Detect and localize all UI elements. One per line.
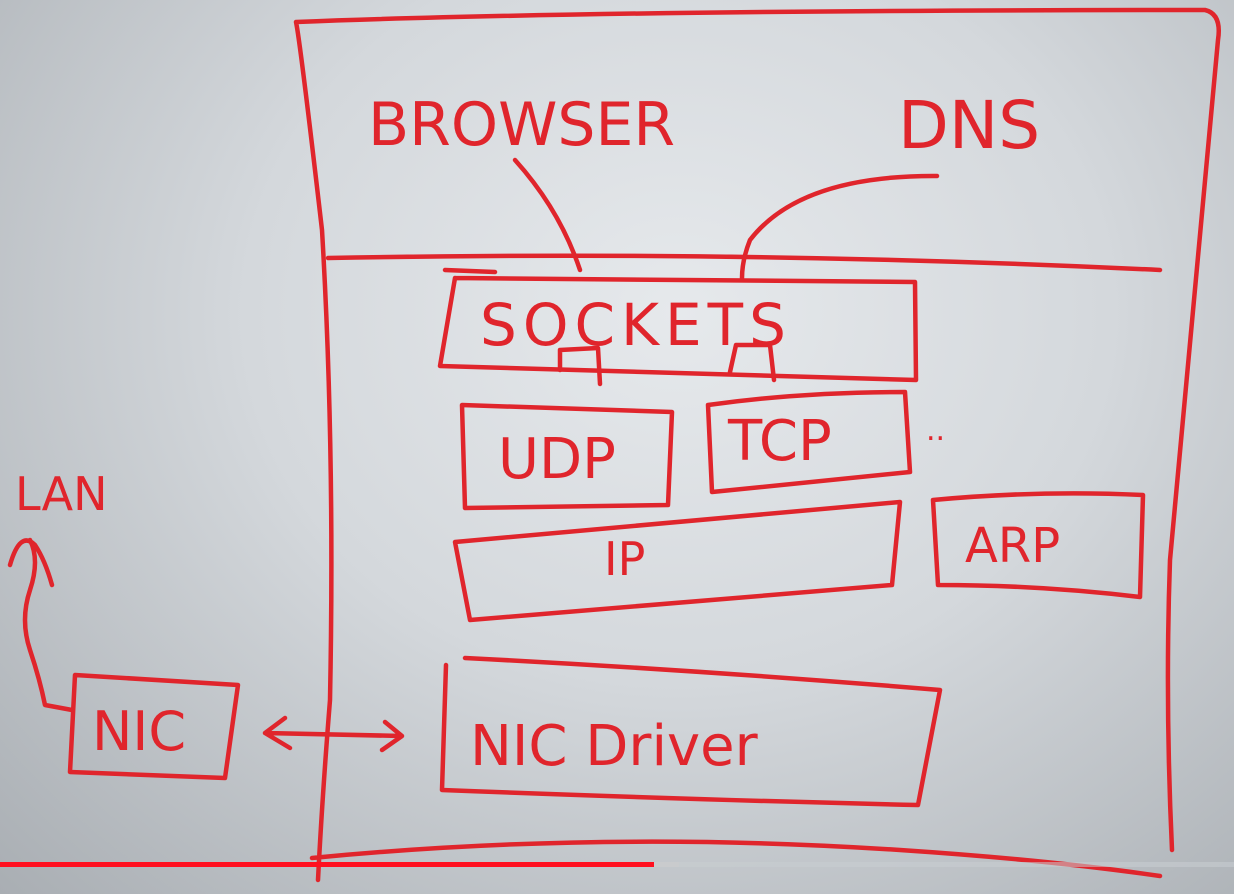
socket-port-2	[727, 342, 777, 383]
dns-connector	[739, 173, 940, 281]
label-arp: ARP	[965, 518, 1060, 574]
nic-driver-box	[439, 655, 943, 808]
label-sockets: SOCKETS	[480, 291, 792, 359]
nic-to-driver-arrow	[262, 715, 405, 753]
label-ip: IP	[604, 532, 645, 586]
socket-port-1	[557, 345, 603, 387]
ip-box	[452, 499, 903, 623]
udp-box	[459, 402, 675, 511]
nic-box	[67, 672, 241, 781]
video-progress-bar[interactable]	[0, 862, 1234, 867]
label-nic: NIC	[92, 700, 186, 763]
tcp-box	[705, 389, 913, 495]
label-tcp: TCP	[727, 409, 832, 474]
video-played-bar	[0, 862, 655, 867]
label-browser: BROWSER	[368, 90, 675, 160]
label-nic-driver: NIC Driver	[470, 714, 759, 779]
label-ellipsis: ..	[926, 413, 945, 448]
arp-box	[930, 491, 1146, 600]
lan-connection	[7, 537, 75, 713]
label-lan: LAN	[15, 467, 108, 521]
user-kernel-divider	[325, 253, 1163, 273]
sockets-box	[437, 267, 919, 383]
label-udp: UDP	[498, 427, 616, 492]
label-dns: DNS	[898, 87, 1040, 164]
browser-connector	[512, 157, 583, 273]
